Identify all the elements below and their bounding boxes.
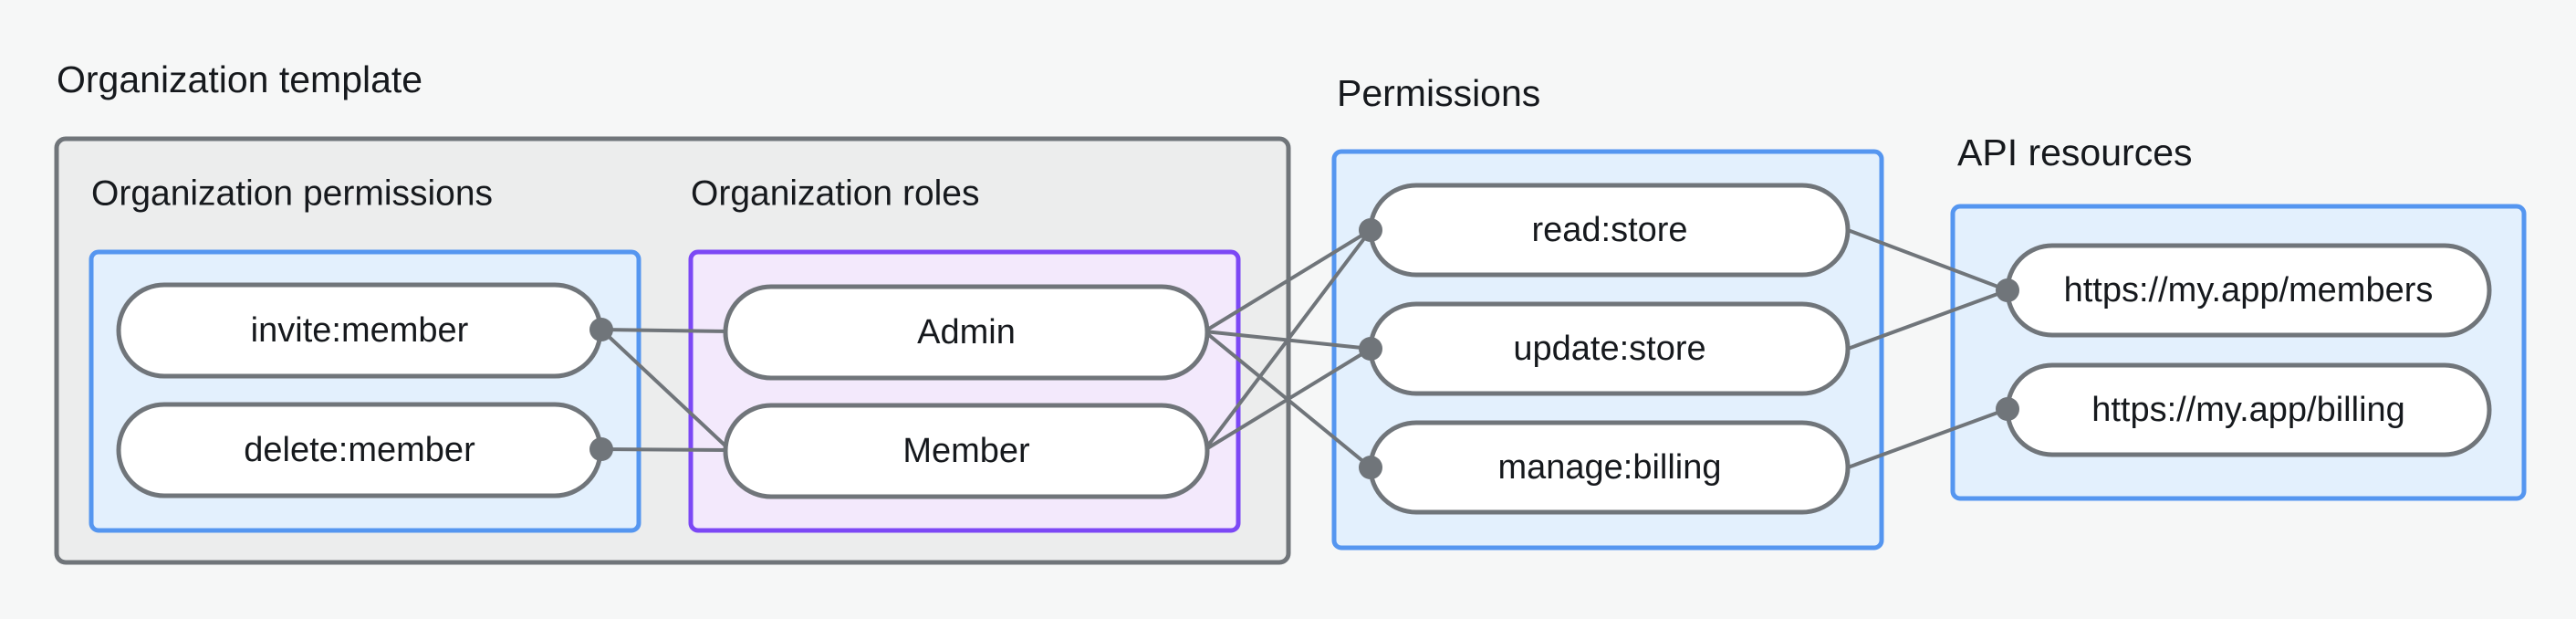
node-read-store[interactable]: read:store [1368,183,1851,278]
node-admin[interactable]: Admin [723,284,1210,381]
edge-update-store-to-members-url [1847,289,2008,351]
edge-member-to-read-store [1203,228,1372,452]
node-admin-label: Admin [917,313,1016,351]
node-update-store-label: update:store [1513,330,1705,368]
node-billing-url[interactable]: https://my.app/billing [2005,362,2492,457]
label-api-resources: API resources [1957,131,2193,173]
node-member-shape[interactable] [723,403,1210,499]
edge-invite-member-to-member [600,328,732,452]
connector-dot-billing-url [1996,397,2019,421]
node-admin-shape[interactable] [723,284,1210,381]
connector-dot-members-url [1996,278,2019,302]
edge-invite-member-to-admin [600,328,731,333]
node-update-store[interactable]: update:store [1368,301,1851,396]
connector-dot-manage-billing [1359,456,1382,479]
node-invite-member[interactable]: invite:member [116,282,603,379]
edge-member-to-update-store [1203,347,1372,452]
node-invite-member-label: invite:member [251,311,469,350]
edge-read-store-to-members-url [1847,228,2008,292]
connector-dot-invite-member [589,318,613,341]
node-delete-member[interactable]: delete:member [116,402,603,498]
label-permissions: Permissions [1337,72,1540,114]
node-members-url[interactable]: https://my.app/members [2005,243,2492,338]
node-members-url-label: https://my.app/members [2064,271,2434,310]
label-organization-template: Organization template [57,58,422,100]
edge-manage-billing-to-billing-url [1847,407,2008,469]
label-organization-roles: Organization roles [691,173,980,213]
connector-dot-read-store [1359,218,1382,242]
node-billing-url-label: https://my.app/billing [2091,391,2405,429]
connector-dot-delete-member [589,437,613,461]
node-delete-member-label: delete:member [244,431,475,469]
edge-dot-group [589,218,2019,479]
node-member[interactable]: Member [723,403,1210,499]
node-member-label: Member [902,432,1030,470]
node-read-store-label: read:store [1531,211,1687,249]
edge-delete-member-to-member [600,447,731,452]
edge-group [600,228,2008,469]
connector-dot-update-store [1359,337,1382,361]
node-manage-billing-label: manage:billing [1497,448,1721,487]
label-organization-permissions: Organization permissions [91,173,493,213]
node-manage-billing[interactable]: manage:billing [1368,420,1851,515]
edge-admin-to-read-store [1203,228,1372,333]
